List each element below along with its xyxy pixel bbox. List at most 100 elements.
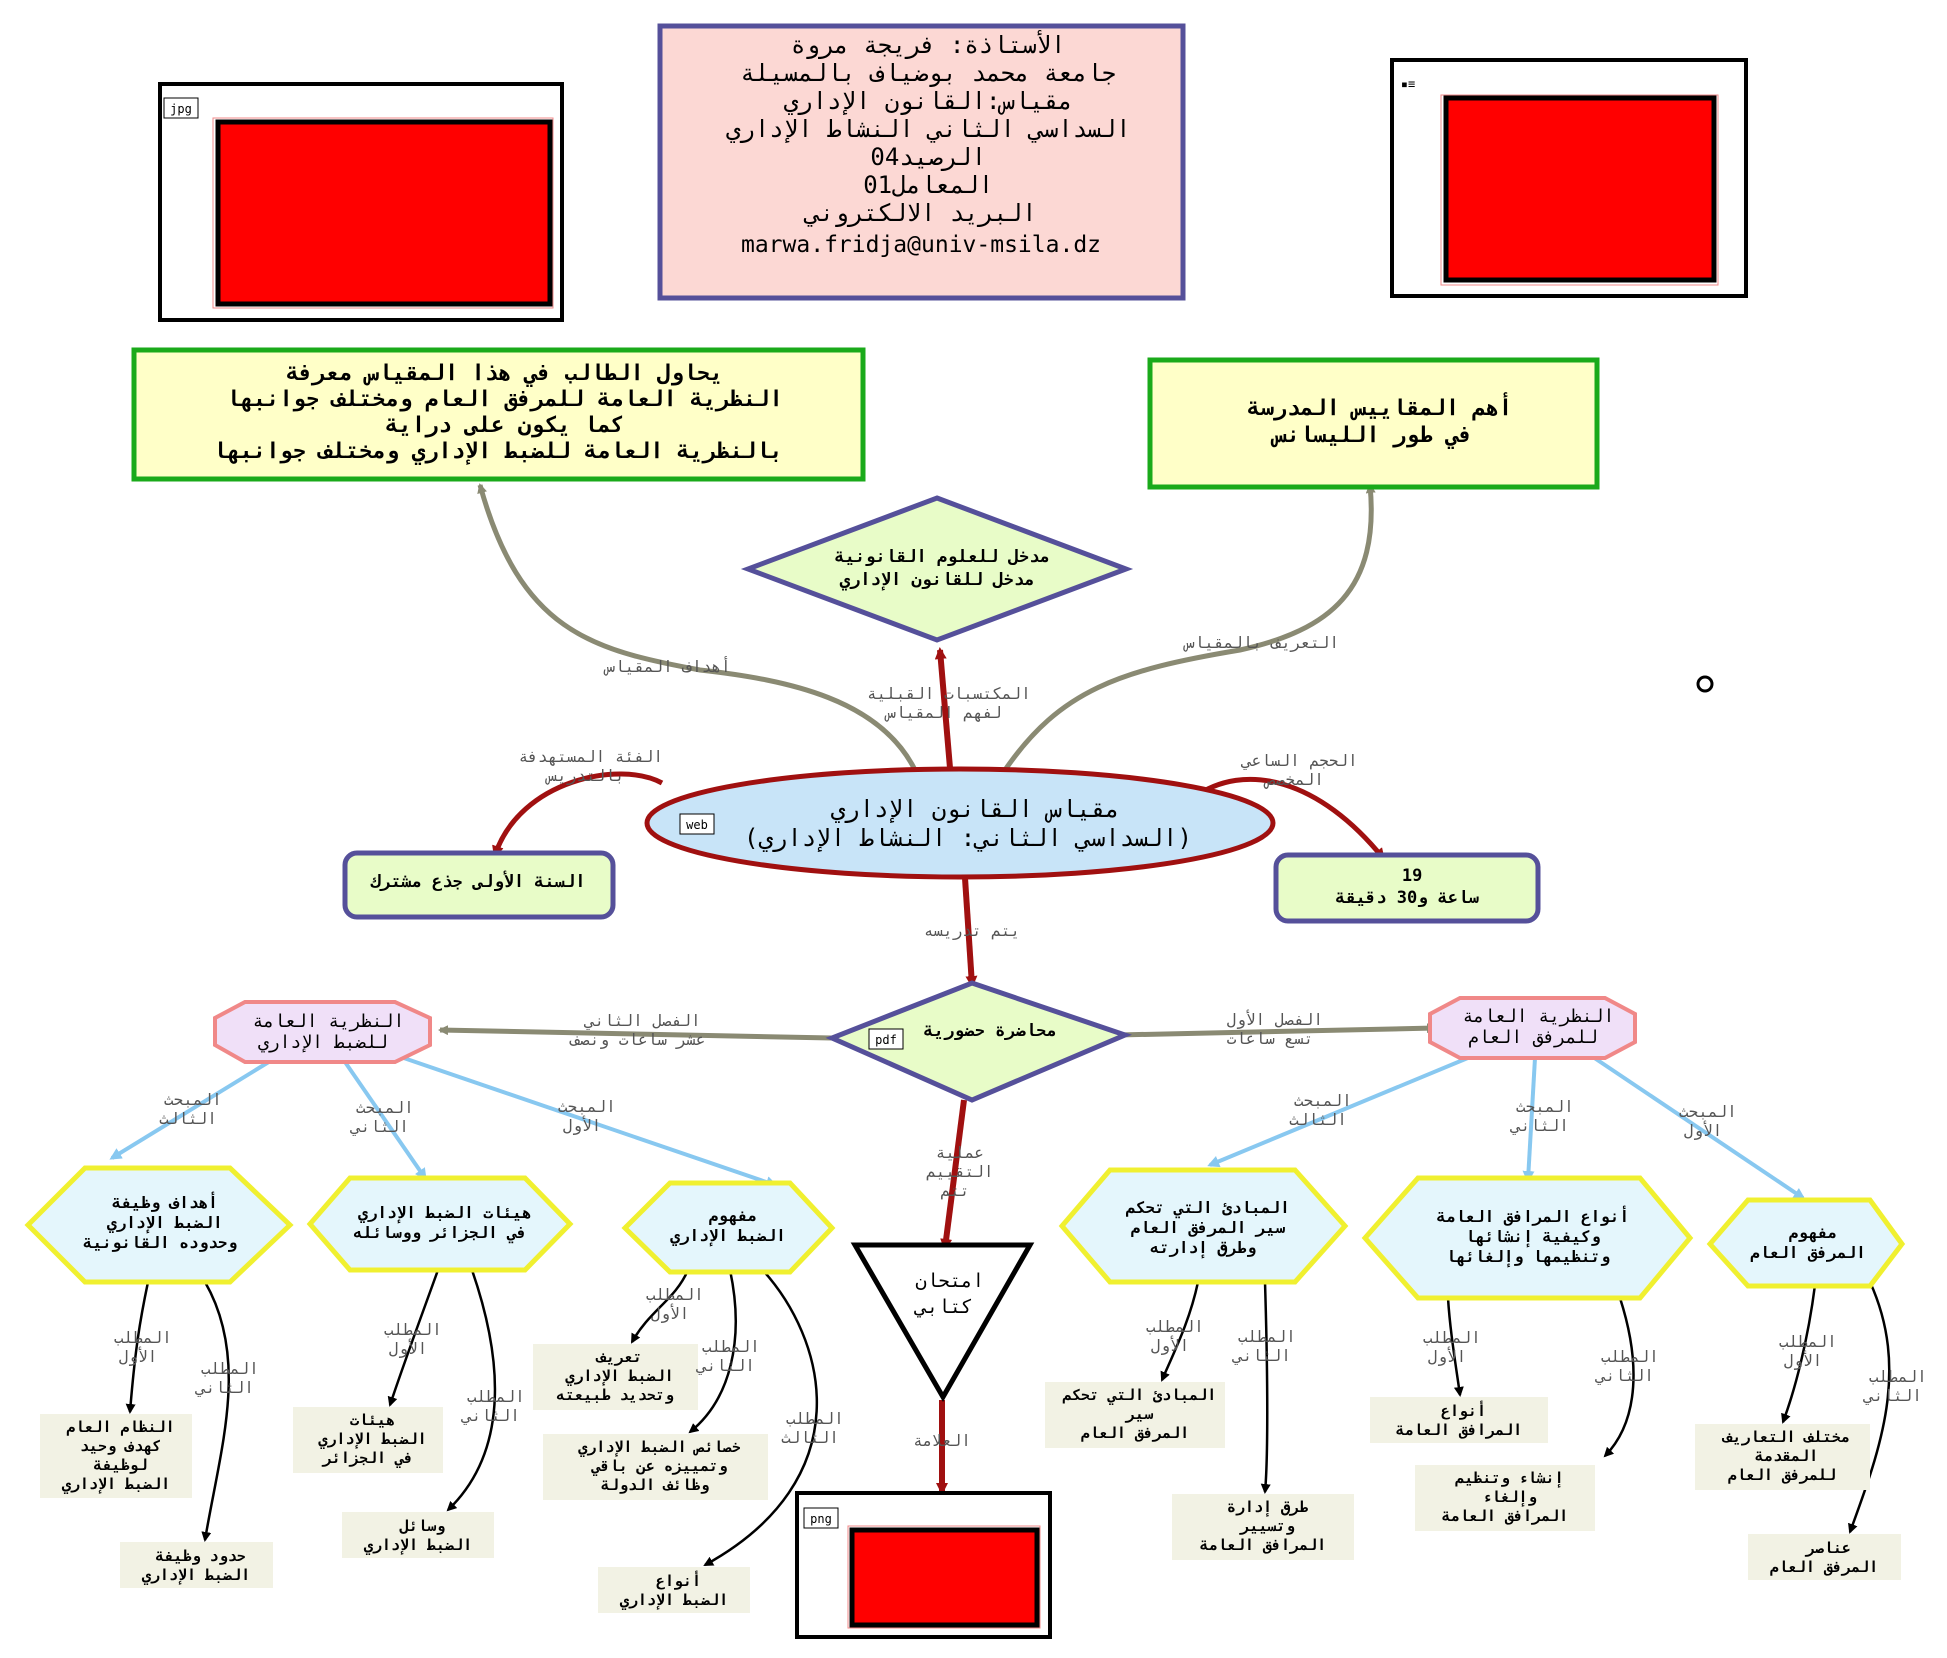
section-pf2-line-3: وتنظيمها وإلغائها (1446, 1247, 1610, 1267)
label-pf-m3-2: الثالث (1289, 1110, 1347, 1129)
svg-text:مقياس القانون الإداري (ا: مقياس القانون الإداري (السداسي الثاني: ا… (744, 795, 1192, 852)
svg-text:الفئة المستهدفة بالتدريس: الفئة المستهدفة بالتدريس (509, 747, 663, 786)
label-pf3-s2-2: الثاني (1231, 1346, 1291, 1366)
svg-text:المطلب الأول: المطلب الأول (104, 1328, 171, 1367)
svg-text:المطلب الأول: المطلب الأول (1413, 1328, 1480, 1367)
label-audience-1: الفئة المستهدفة (519, 747, 664, 767)
svg-text:طرق إدارة وتسيير ا: طرق إدارة وتسيير المرافق العامة (1200, 1498, 1326, 1554)
edge-ac1-3 (703, 1264, 819, 1567)
hours-box: 19 ساعة و30 دقيقة (1273, 852, 1541, 924)
svg-text:امتحان كتابي: امتحان كتابي (904, 1270, 984, 1318)
section-pf3: المبادئ التي تحكم سير المرفق العام وطرق … (1058, 1167, 1349, 1285)
section-ac3: أهداف وظيفة الضبط الإداري وحدوده القانون… (24, 1165, 294, 1285)
leaf-ac1-1: تعريف الضبط الإداري وتحديد طبيعته (533, 1344, 698, 1410)
edge-ac-m2 (343, 1060, 427, 1181)
svg-text:المطلب الثاني: المطلب الثاني (692, 1337, 759, 1376)
svg-text:خصائص الضبط الإداري وتمي: خصائص الضبط الإداري وتمييزه عن باقي وظائ… (569, 1438, 741, 1494)
label-pf3-s1-2: الأول (1151, 1335, 1190, 1356)
chapter-ac-line-2: للضبط الإداري (258, 1032, 388, 1053)
label-grade: العلامة (913, 1431, 971, 1450)
leaf-ac3-1-l3: لوظيفة (93, 1456, 147, 1474)
svg-text:النظرية العامة للضبط الإ: النظرية العامة للضبط الإداري (242, 1011, 405, 1053)
jpg-tag: jpg (170, 102, 192, 116)
chapter-public-facility: النظرية العامة للمرفق العام (1428, 996, 1637, 1060)
section-ac2-line-2: في الجزائر ووسائله (353, 1223, 526, 1243)
leaf-ac2-2-l1: وسائل (399, 1517, 445, 1535)
label-prereq-2: لفهم المقياس (884, 703, 1002, 723)
section-ac2: هيئات الضبط الإداري في الجزائر ووسائله (306, 1175, 574, 1273)
edge-ch2 (438, 1025, 833, 1041)
svg-text:المبحث الأول: المبحث الأول (1669, 1102, 1736, 1141)
info-line-1: الأستاذة: فريجة مروة (791, 30, 1066, 59)
leaf-ac1-1-l2: الضبط الإداري (565, 1367, 673, 1386)
leaf-pf1-2-l2: المرفق العام (1770, 1558, 1878, 1576)
svg-text:المطلب الثاني: المطلب الثاني (457, 1387, 524, 1426)
edge-definition (1002, 483, 1376, 772)
image-attachment-grade[interactable]: png (795, 1491, 1052, 1639)
leaf-ac1-1-l3: وتحديد طبيعته (556, 1386, 673, 1404)
svg-text:الفصل الثاني عشر ساعات و: الفصل الثاني عشر ساعات ونصف (569, 1011, 706, 1050)
svg-text:المطلب الثاني: المطلب الثاني (1859, 1367, 1926, 1406)
edge-ac2-1 (387, 1269, 440, 1407)
leaf-pf3-2-l3: المرافق العامة (1200, 1536, 1326, 1554)
chapter-pf-line-1: النظرية العامة (1463, 1006, 1615, 1027)
leaf-ac2-1: هيئات الضبط الإداري في الجزائر (293, 1407, 443, 1473)
edge-eval (940, 1099, 967, 1251)
section-ac3-line-3: وحدوده القانونية (83, 1233, 237, 1252)
label-pf-m1-1: المبحث (1679, 1102, 1737, 1121)
edge-ac-m1 (394, 1053, 778, 1188)
label-pf-m3-1: المبحث (1294, 1091, 1352, 1110)
leaf-pf2-1-l1: أنواع (1441, 1400, 1486, 1420)
edge-pf-m3 (1207, 1053, 1476, 1168)
svg-text:المطلب الأول: المطلب الأول (1136, 1317, 1203, 1356)
instructor-email[interactable]: marwa.fridja@univ-msila.dz (741, 232, 1101, 258)
svg-text:هيئات الضبط الإداري: هيئات الضبط الإداري في الجزائر (309, 1411, 426, 1468)
svg-text:المبحث الأول: المبحث الأول (548, 1097, 615, 1136)
image-attachment-left[interactable]: jpg (158, 82, 564, 322)
svg-text:الأستاذة: فريجة مروة جام: الأستاذة: فريجة مروة جامعة محمد بوضياف ب… (711, 30, 1130, 227)
leaf-ac2-1-l3: في الجزائر (321, 1449, 413, 1468)
label-prereq-1: المكتسبات القبلية (867, 684, 1031, 703)
label-ac2-s2-2: الثاني (460, 1406, 520, 1426)
file-tag-icon (163, 97, 199, 119)
edge-labels: أهداف المقياس التعريف بالمقياس المكتسبات… (104, 633, 1927, 1450)
svg-text:أهم المقاييس المدرسة في: أهم المقاييس المدرسة في طور الليسانس (1234, 391, 1512, 449)
label-pf3-s2-1: المطلب (1238, 1327, 1296, 1346)
leaf-ac1-1-l1: تعريف (595, 1348, 642, 1366)
label-pf2-s2-1: المطلب (1601, 1347, 1659, 1366)
web-tag: web (686, 818, 708, 832)
label-ac1-s1-1: المطلب (646, 1285, 704, 1304)
info-line-2: جامعة محمد بوضياف بالمسيلة (740, 59, 1116, 87)
exam-line-1: امتحان (915, 1270, 984, 1292)
leaf-pf1-2: عناصر المرفق العام (1748, 1534, 1901, 1580)
label-ac3-s2-2: الثاني (194, 1378, 254, 1398)
audience-box: السنة الأولى جذع مشترك (342, 850, 616, 920)
svg-text:المطلب الثاني: المطلب الثاني (1228, 1327, 1295, 1366)
edge-pf3-2 (1260, 1281, 1271, 1494)
info-line-3: مقياس:القانون الإداري (784, 87, 1073, 115)
leaf-ac1-2-l1: خصائص الضبط الإداري (578, 1438, 741, 1457)
leaf-pf2-1-l2: المرافق العامة (1396, 1421, 1522, 1439)
section-pf2-line-1: أنواع المرافق العامة (1436, 1205, 1629, 1226)
svg-text:أنواع الضبط الإداري: أنواع الضبط الإداري (620, 1570, 728, 1610)
label-pf3-s1-1: المطلب (1146, 1317, 1204, 1336)
label-pf-m1-2: الأول (1684, 1120, 1723, 1141)
definition-line-2: في طور الليسانس (1271, 423, 1473, 449)
svg-text:يحاول الطالب في هذا المقياس مع: يحاول الطالب في هذا المقياس معرفة النظري… (213, 361, 783, 465)
exam-triangle: امتحان كتابي (850, 1242, 1035, 1403)
lecture-text: محاضرة حضورية (923, 1021, 1056, 1041)
leaf-pf2-2-l3: المرافق العامة (1442, 1507, 1568, 1525)
label-ac2-s2-1: المطلب (467, 1387, 525, 1406)
section-ac2-line-1: هيئات الضبط الإداري (358, 1203, 531, 1223)
label-ac-m3-2: الثالث (159, 1109, 217, 1128)
svg-text:النظام العام كهدف وحيد: النظام العام كهدف وحيد لوظيفة الضبط الإد… (57, 1418, 174, 1494)
image-attachment-right[interactable]: ▪≡ (1390, 58, 1748, 298)
chapter-pf-line-2: للمرفق العام (1468, 1027, 1598, 1048)
label-ac-m2-1: المبحث (356, 1098, 414, 1117)
svg-text:مفهوم المرفق العام: مفهوم المرفق العام (1750, 1223, 1866, 1262)
central-course-node[interactable]: web مقياس القانون الإداري (السداسي الثان… (644, 766, 1276, 880)
label-ac3-s2-1: المطلب (201, 1359, 259, 1378)
section-pf2-line-2: وكيفية إنشائها (1465, 1227, 1600, 1247)
leaf-ac3-1: النظام العام كهدف وحيد لوظيفة الضبط الإد… (40, 1414, 192, 1498)
info-line-5: الرصيد04 (870, 143, 986, 171)
